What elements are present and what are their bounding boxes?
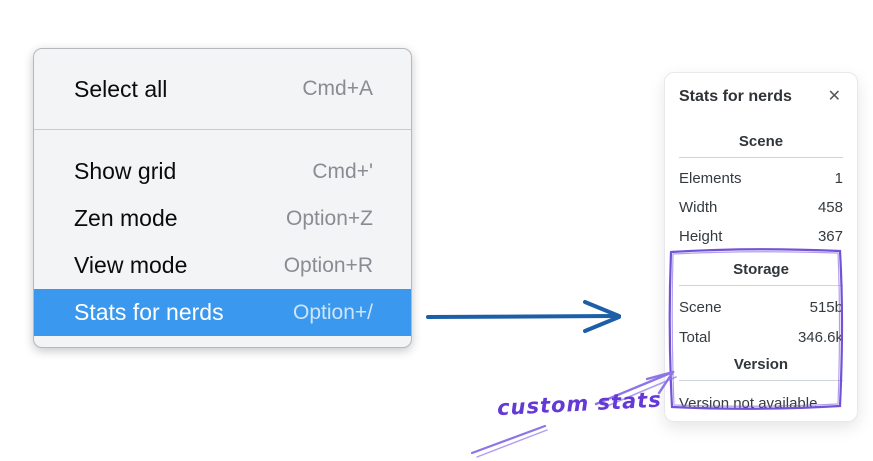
menu-item-shortcut: Cmd+A: [302, 77, 373, 100]
panel-title: Stats for nerds: [679, 88, 792, 105]
stat-row-elements: Elements 1: [679, 164, 843, 193]
stat-value: 515b: [809, 298, 843, 316]
stat-row-total-size: Total 346.6k: [679, 322, 843, 352]
menu-item-view-mode[interactable]: View mode Option+R: [34, 242, 411, 289]
stat-label: Width: [679, 199, 718, 216]
stat-label: Total: [679, 328, 711, 346]
menu-item-shortcut: Option+R: [283, 253, 373, 277]
menu-item-shortcut: Option+/: [293, 300, 373, 324]
menu-item-shortcut: Cmd+': [312, 159, 373, 183]
menu-divider: [34, 129, 411, 130]
stat-value: 458: [817, 199, 843, 216]
context-menu: Select all Cmd+A Show grid Cmd+' Zen mod…: [33, 48, 412, 348]
stat-label: Height: [679, 228, 723, 245]
stat-value: 1: [834, 170, 843, 187]
stat-value: 346.6k: [797, 328, 843, 346]
stats-panel-header: Stats for nerds ✕: [679, 87, 843, 107]
close-icon[interactable]: ✕: [827, 88, 841, 105]
stat-label: Elements: [679, 170, 742, 187]
menu-item-label: Zen mode: [74, 205, 178, 231]
stat-value: 367: [817, 228, 843, 245]
stat-row-height: Height 367: [679, 222, 843, 251]
menu-item-label: Select all: [74, 75, 168, 102]
menu-item-zen-mode[interactable]: Zen mode Option+Z: [34, 195, 411, 242]
menu-item-label: View mode: [74, 252, 188, 278]
menu-item-label: Show grid: [74, 158, 177, 184]
divider: [679, 157, 843, 158]
annotation-label: custom stats: [496, 387, 663, 421]
menu-item-show-grid[interactable]: Show grid Cmd+': [34, 148, 411, 195]
menu-item-stats-for-nerds[interactable]: Stats for nerds Option+/: [34, 289, 411, 336]
stat-row-scene-size: Scene 515b: [679, 292, 843, 322]
section-header-version: Version: [733, 356, 789, 373]
stats-panel: Stats for nerds ✕ Scene Elements 1 Width…: [664, 72, 858, 422]
stat-row-width: Width 458: [679, 193, 843, 222]
section-header-storage: Storage: [733, 261, 789, 278]
menu-item-select-all[interactable]: Select all Cmd+A: [34, 65, 411, 113]
section-header-scene: Scene: [738, 133, 784, 150]
divider: [679, 380, 843, 381]
version-note: Version not available: [679, 395, 818, 412]
stat-label: Scene: [679, 298, 722, 316]
divider: [679, 285, 843, 286]
arrow-right-icon: [426, 300, 621, 333]
menu-item-shortcut: Option+Z: [286, 206, 373, 230]
menu-item-label: Stats for nerds: [74, 299, 224, 325]
